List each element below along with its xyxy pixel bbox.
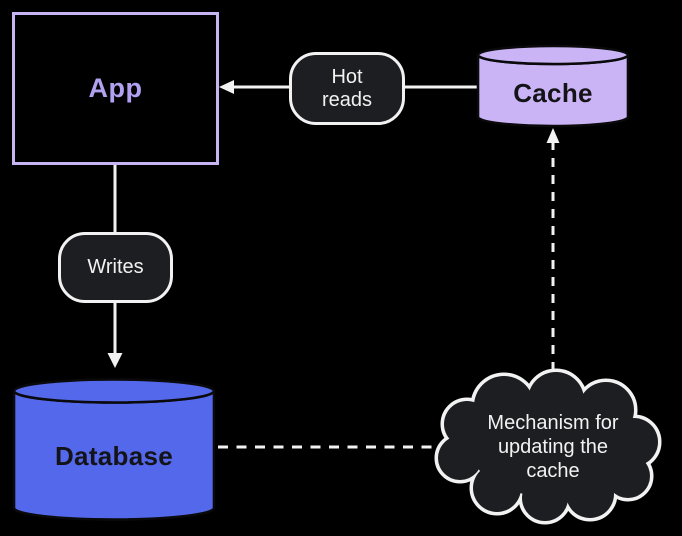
database-node-shape	[12, 378, 216, 521]
arrowhead-up-icon	[546, 128, 560, 143]
arrowhead-left-icon	[219, 80, 234, 94]
database-node-label: Database	[54, 441, 174, 471]
edge-mechanism-to-cache	[546, 128, 560, 388]
hot-reads-edge-label: Hot reads	[289, 52, 405, 125]
cache-node-label: Cache	[513, 78, 593, 108]
app-node-label: App	[88, 73, 143, 103]
mechanism-cloud-shape	[434, 368, 662, 525]
writes-label-text: Writes	[87, 256, 144, 278]
app-node: App	[12, 12, 219, 165]
hot-reads-label-text: Hot reads	[321, 65, 373, 111]
mechanism-node-label: Mechanism for updating the cache	[487, 412, 619, 482]
writes-edge-label: Writes	[58, 232, 173, 303]
cache-node-shape	[476, 44, 630, 128]
arrowhead-down-icon	[107, 353, 123, 368]
